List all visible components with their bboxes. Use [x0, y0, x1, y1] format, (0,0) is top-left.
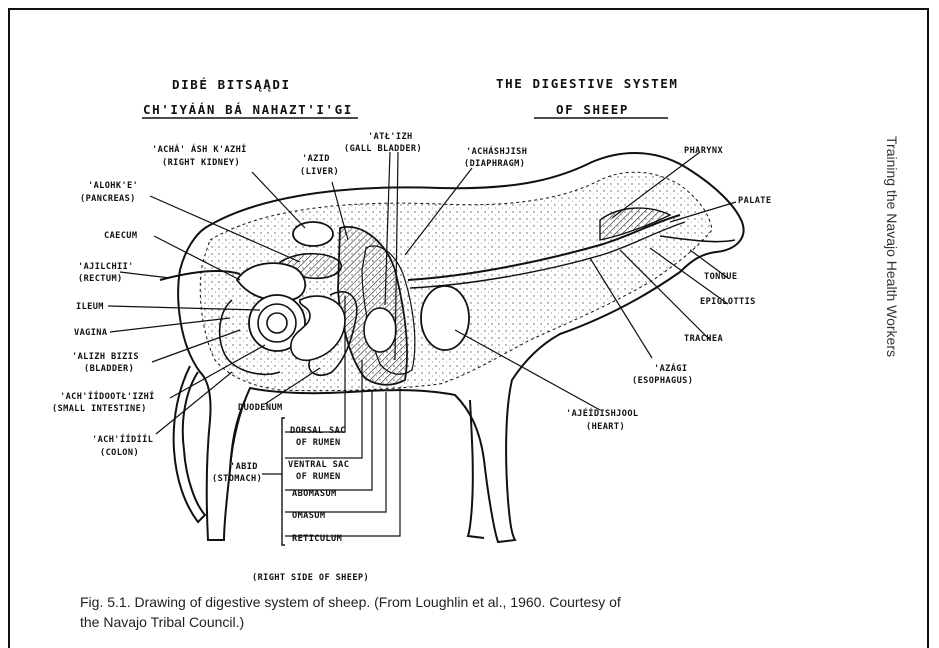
- figure-caption-line1: Fig. 5.1. Drawing of digestive system of…: [80, 592, 780, 612]
- label-epiglottis: EPIGLOTTIS: [700, 297, 756, 307]
- label-trachea: TRACHEA: [684, 334, 723, 344]
- label-esophagus-navajo: 'AZÁGI: [654, 362, 687, 374]
- side-caption: Training the Navajo Health Workers: [880, 136, 900, 476]
- label-dorsal-sac-2: OF RUMEN: [296, 438, 341, 448]
- label-bottom-note: (RIGHT SIDE OF SHEEP): [252, 573, 369, 583]
- title-navajo-line1: DIBÉ BITSĄ́ĄDI: [172, 77, 291, 92]
- gall-bladder-shape: [364, 308, 396, 352]
- label-colon-navajo: 'ACH'ÍÍDÍÍL: [92, 433, 153, 445]
- label-stomach-navajo: 'ABID: [230, 462, 258, 472]
- label-pancreas-navajo: 'ALOHK'E': [88, 181, 138, 191]
- label-palate: PALATE: [738, 196, 771, 206]
- label-colon-english: (COLON): [100, 448, 139, 458]
- label-diaphragm-navajo: 'ACHÁSHJISH: [466, 145, 527, 157]
- label-duodenum: DUODENUM: [238, 403, 283, 413]
- label-rectum-navajo: 'AJILCHII': [78, 262, 134, 272]
- label-dorsal-sac-1: DORSAL SAC: [290, 426, 346, 436]
- label-stomach-english: (STOMACH): [212, 474, 262, 484]
- label-liver-navajo: 'AZID: [302, 154, 330, 164]
- label-pharynx: PHARYNX: [684, 146, 723, 156]
- label-ventral-sac-2: OF RUMEN: [296, 472, 341, 482]
- title-english-line2: OF SHEEP: [556, 102, 629, 117]
- title-english-line1: THE DIGESTIVE SYSTEM: [496, 76, 679, 91]
- label-small-intestine-english: (SMALL INTESTINE): [52, 404, 147, 414]
- label-ileum: ILEUM: [76, 302, 104, 312]
- label-vagina: VAGINA: [74, 328, 108, 338]
- label-small-intestine-navajo: 'ACH'ÍÍDOOTŁ'IZHÍ: [60, 390, 155, 402]
- label-omasum: OMASUM: [292, 511, 325, 521]
- label-tongue: TONGUE: [704, 272, 737, 282]
- label-esophagus-english: (ESOPHAGUS): [632, 376, 693, 386]
- label-abomasum: ABOMASUM: [292, 489, 337, 499]
- kidney-shape: [293, 222, 333, 246]
- label-caecum: CAECUM: [104, 231, 137, 241]
- label-gall-bladder-english: (GALL BLADDER): [344, 144, 422, 154]
- title-navajo-line2: CH'IYÁÁN BÁ NAHAZT'I'GI: [143, 102, 353, 117]
- label-diaphragm-english: (DIAPHRAGM): [464, 159, 525, 169]
- label-ventral-sac-1: VENTRAL SAC: [288, 460, 349, 470]
- label-right-kidney-navajo: 'ACHÁ' ÁSH K'AZHÍ: [152, 143, 247, 155]
- label-bladder-navajo: 'ALIZH BIZIS: [72, 352, 139, 362]
- stomach-bracket: [282, 418, 285, 545]
- label-gall-bladder-navajo: 'ATŁ'IZH: [368, 132, 413, 142]
- label-heart-navajo: 'AJÉÍDISHJOOL: [566, 407, 638, 419]
- label-pancreas-english: (PANCREAS): [80, 194, 136, 204]
- heart-shape: [421, 286, 469, 350]
- figure-caption-line2: the Navajo Tribal Council.): [80, 612, 780, 632]
- label-bladder-english: (BLADDER): [84, 364, 134, 374]
- label-liver-english: (LIVER): [300, 167, 339, 177]
- label-rectum-english: (RECTUM): [78, 274, 123, 284]
- label-heart-english: (HEART): [586, 422, 625, 432]
- label-reticulum: RETICULUM: [292, 534, 342, 544]
- label-right-kidney-english: (RIGHT KIDNEY): [162, 158, 240, 168]
- figure-caption: Fig. 5.1. Drawing of digestive system of…: [80, 592, 780, 632]
